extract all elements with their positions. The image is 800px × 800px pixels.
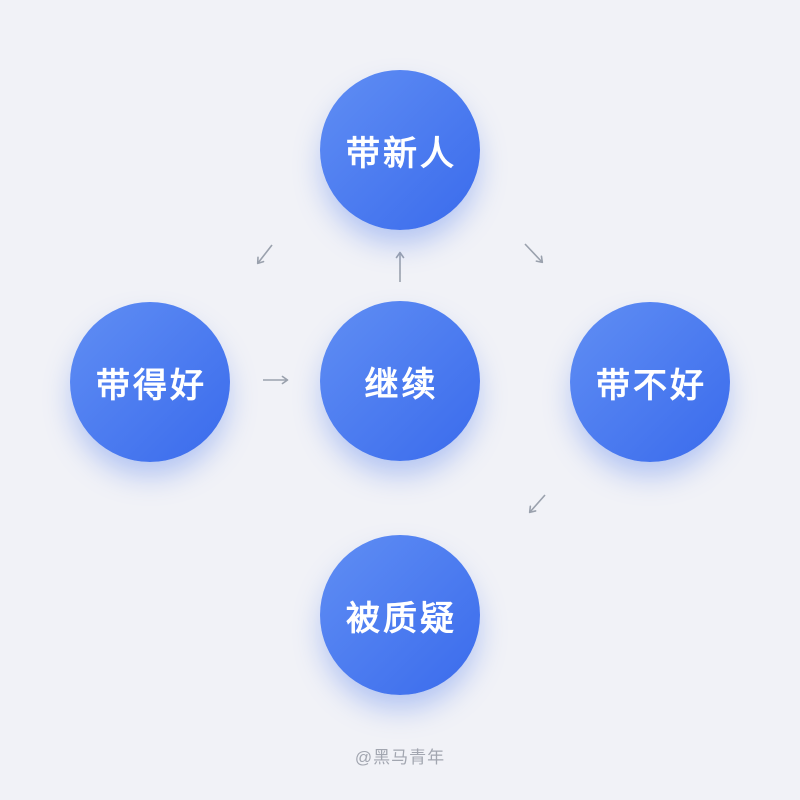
node-mentor-newcomer: 带新人 <box>320 70 480 230</box>
node-mentor-well: 带得好 <box>70 302 230 462</box>
node-mentor-newcomer-label: 带新人 <box>346 134 457 173</box>
node-questioned-label: 被质疑 <box>346 599 457 638</box>
node-continue: 继续 <box>320 301 480 461</box>
arrow-newcomer-to-poorly-icon <box>524 243 544 264</box>
node-continue-label: 继续 <box>364 365 439 404</box>
arrow-newcomer-to-well-icon <box>256 244 273 265</box>
node-mentor-well-label: 带得好 <box>96 366 207 405</box>
node-mentor-poorly: 带不好 <box>570 302 730 462</box>
arrow-poorly-to-questioned-icon <box>528 494 546 514</box>
node-questioned: 被质疑 <box>320 535 480 695</box>
watermark: @黑马青年 <box>354 748 446 767</box>
node-mentor-poorly-label: 带不好 <box>596 366 707 405</box>
